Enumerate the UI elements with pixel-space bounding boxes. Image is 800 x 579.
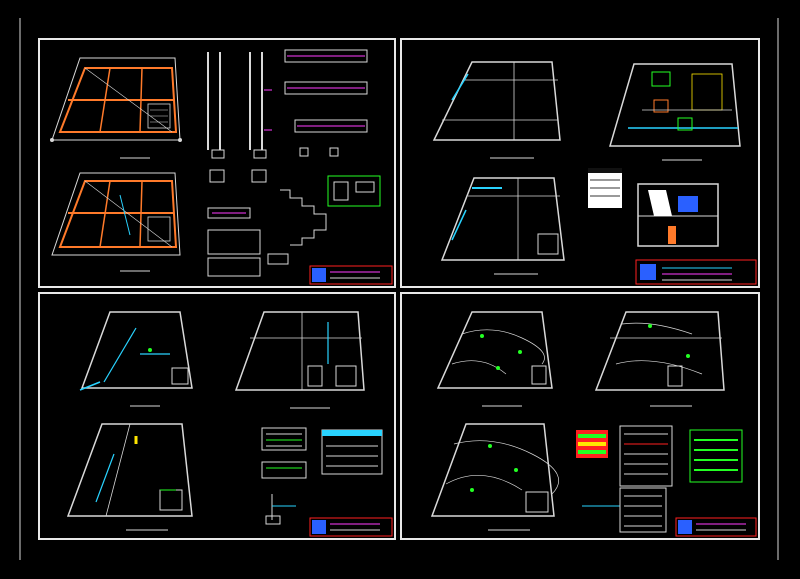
riser-detail [265,494,296,525]
legend-table-icon [588,168,622,208]
sanitary-plan-upper-right [234,311,365,409]
arch-plan-upper-left [432,61,561,159]
sheet-electrical[interactable] [400,292,760,540]
sanitary-plan-upper-left [79,311,193,407]
title-block-icon [635,259,757,285]
electrical-plan-lower [430,423,559,531]
arch-plan-upper-right [608,63,741,161]
sanitary-plan-lower [66,423,193,531]
beam-details [284,49,368,157]
electrical-plan-upper-right [594,311,725,407]
sheet-architecture[interactable] [400,38,760,288]
footing-details [207,207,289,277]
electrical-drawings [430,311,757,537]
sheet-sanitary[interactable] [38,292,396,540]
structural-plan-upper [50,57,182,159]
title-block-icon [309,517,393,537]
title-block-icon [675,517,757,537]
legend-table-icon [261,427,383,479]
single-line-diagram [582,487,667,533]
stair-details [280,175,381,246]
arch-plan-lower [440,177,565,275]
structural-drawings [50,49,393,285]
architecture-drawings [432,61,757,285]
sanitary-drawings [66,311,393,537]
structural-plan-lower [51,172,181,272]
facade-elevation [637,183,719,247]
sheet-structural[interactable] [38,38,396,288]
electrical-plan-upper-left [436,311,553,407]
column-details [207,52,272,183]
title-block-icon [309,265,393,285]
legend-table-icon [576,425,743,487]
